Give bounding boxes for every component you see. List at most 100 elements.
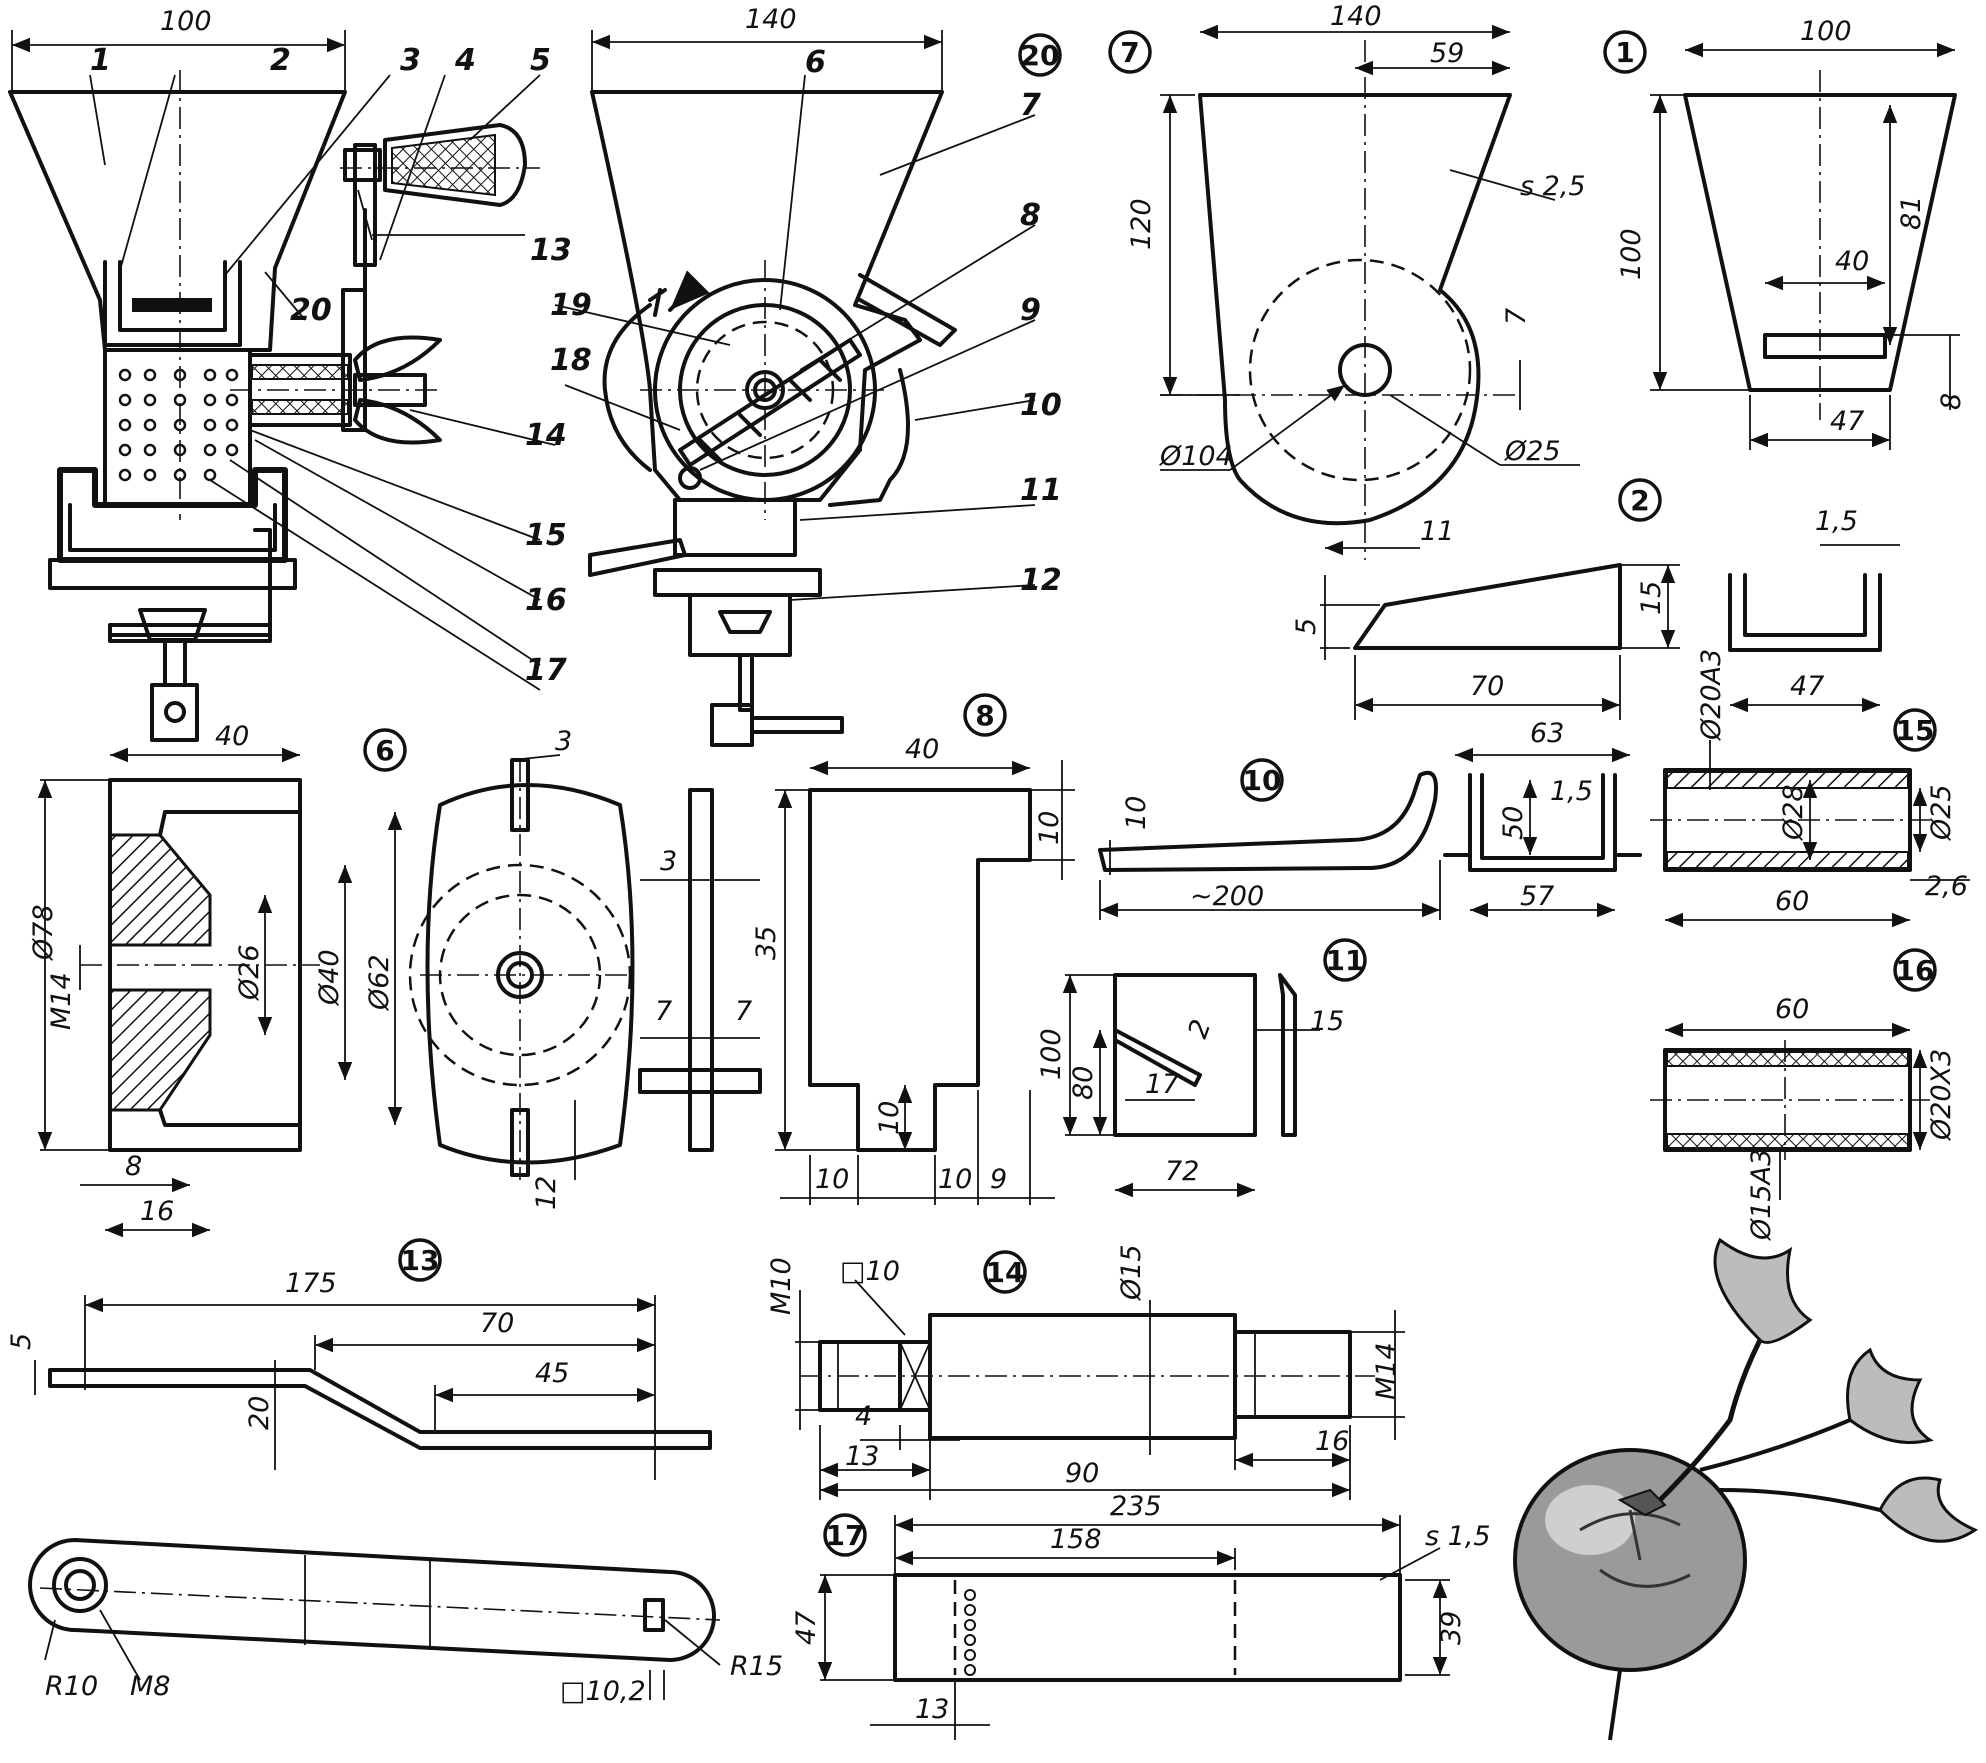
dim-p11-100: 100 bbox=[1036, 1028, 1067, 1080]
dim-p11-17: 17 bbox=[1145, 1069, 1179, 1100]
dim-p2-15: 15 bbox=[1636, 581, 1667, 615]
assembly-front-view: 100 bbox=[8, 6, 572, 742]
part-1-hopper: 1 100 100 81 40 47 8 bbox=[1603, 16, 1967, 450]
callout-12: 12 bbox=[1020, 563, 1062, 598]
dim-p17-13: 13 bbox=[915, 1694, 949, 1725]
dim-p8-40: 40 bbox=[905, 734, 939, 765]
callout-18: 18 bbox=[550, 343, 592, 378]
callout-14: 14 bbox=[525, 418, 567, 453]
dim-p7-thickness: s 2,5 bbox=[1520, 171, 1586, 202]
dim-p13-20: 20 bbox=[244, 1396, 275, 1430]
dim-p6-3: 3 bbox=[555, 726, 572, 757]
dim-p8-7b: 7 bbox=[735, 996, 752, 1027]
callout-16: 16 bbox=[525, 583, 567, 618]
dim-p2-70: 70 bbox=[1470, 671, 1504, 702]
callout-3: 3 bbox=[400, 43, 421, 78]
dim-p2-1-5: 1,5 bbox=[1815, 506, 1858, 537]
dim-p14-4: 4 bbox=[855, 1401, 872, 1432]
dim-p6-8: 8 bbox=[125, 1151, 142, 1182]
dim-p6-d26: Ø26 bbox=[234, 944, 265, 1001]
dim-p8-10a: 10 bbox=[1034, 811, 1065, 845]
dim-p1-47: 47 bbox=[1830, 406, 1864, 437]
dim-p7-d25: Ø25 bbox=[1504, 436, 1561, 467]
assembly-side-view: 140 bbox=[550, 4, 1062, 747]
part-label-8: 8 bbox=[975, 699, 994, 732]
dim-p10-57: 57 bbox=[1520, 881, 1554, 912]
part-6-disc: 6 40 Ø78 M14 Ø26 Ø40 Ø62 8 16 3 bbox=[28, 721, 635, 1238]
part-14-axle: 14 M10 □10 Ø15 M14 4 13 90 16 bbox=[766, 1244, 1405, 1500]
callout-10: 10 bbox=[1020, 388, 1062, 423]
part-2-slide: 2 15 5 70 1,5 47 bbox=[1291, 478, 1900, 720]
dim-p13-70: 70 bbox=[480, 1308, 514, 1339]
dim-p1-width: 100 bbox=[1800, 16, 1852, 47]
tomato-illustration bbox=[1513, 1237, 1979, 1741]
dim-p13-175: 175 bbox=[285, 1268, 337, 1299]
dim-p10-200: ~200 bbox=[1190, 881, 1264, 912]
callout-6: 6 bbox=[805, 45, 826, 80]
callout-11: 11 bbox=[1020, 473, 1062, 508]
dim-p13-r15: R15 bbox=[730, 1651, 783, 1682]
dim-p10-1-5: 1,5 bbox=[1550, 776, 1593, 807]
part-label-13: 13 bbox=[401, 1244, 440, 1277]
callout-13: 13 bbox=[530, 233, 572, 268]
callout-20: 20 bbox=[290, 293, 332, 328]
dim-p15-60: 60 bbox=[1775, 886, 1809, 917]
part-13-crank-arm: 13 175 70 45 5 20 R10 M8 □10,2 R15 bbox=[6, 1238, 783, 1707]
dim-asm-front-width: 100 bbox=[160, 6, 212, 37]
dim-p17-thickness: s 1,5 bbox=[1425, 1521, 1491, 1552]
part-label-17: 17 bbox=[826, 1519, 865, 1552]
dim-p15-d25: Ø25 bbox=[1926, 784, 1957, 841]
dim-p14-16: 16 bbox=[1315, 1426, 1349, 1457]
dim-p11-2: 2 bbox=[1182, 1016, 1217, 1043]
dim-p7-59: 59 bbox=[1430, 38, 1464, 69]
dim-p8-3: 3 bbox=[660, 846, 677, 877]
part-10-knife: 10 10 ~200 63 50 1,5 57 bbox=[1098, 718, 1642, 920]
dim-p16-60: 60 bbox=[1775, 994, 1809, 1025]
part-7-side-plate: 7 140 59 120 s 2,5 Ø104 Ø25 7 11 bbox=[1108, 1, 1586, 560]
dim-p14-sq: □10 bbox=[840, 1256, 900, 1287]
dim-p6-16: 16 bbox=[140, 1196, 174, 1227]
dim-p8-10c: 10 bbox=[815, 1164, 849, 1195]
dim-p7-d104: Ø104 bbox=[1159, 441, 1233, 472]
part-15-bushing: 15 Ø20A3 Ø28 Ø25 60 2,6 bbox=[1650, 649, 1970, 928]
callout-8: 8 bbox=[1020, 198, 1041, 233]
dim-p14-m14: M14 bbox=[1371, 1342, 1402, 1400]
dim-p11-15: 15 bbox=[1310, 1006, 1344, 1037]
dim-p14-90: 90 bbox=[1065, 1458, 1099, 1489]
dim-p14-13: 13 bbox=[845, 1441, 879, 1472]
dim-p16-d20: Ø20X3 bbox=[1926, 1049, 1957, 1141]
dim-p7-7: 7 bbox=[1501, 308, 1532, 325]
dim-p8-7a: 7 bbox=[655, 996, 672, 1027]
dim-p6-d62: Ø62 bbox=[364, 954, 395, 1011]
callout-17: 17 bbox=[525, 653, 567, 688]
dim-p6-40: 40 bbox=[215, 721, 249, 752]
callout-2: 2 bbox=[270, 43, 291, 78]
dim-p1-8: 8 bbox=[1936, 393, 1967, 410]
dim-p2-47: 47 bbox=[1790, 671, 1824, 702]
part-label-16: 16 bbox=[1896, 954, 1935, 987]
dim-p15-d28: Ø28 bbox=[1778, 784, 1809, 841]
dim-p7-11: 11 bbox=[1420, 516, 1454, 547]
part-8-bracket: 8 3 7 7 40 10 35 10 10 10 9 bbox=[638, 693, 1075, 1205]
callout-19: 19 bbox=[550, 288, 592, 323]
part-label-2: 2 bbox=[1630, 484, 1649, 517]
part-label-20: 20 bbox=[1021, 39, 1060, 72]
part-11-plate: 11 100 80 2 17 72 15 bbox=[1036, 938, 1367, 1198]
callout-5: 5 bbox=[530, 43, 551, 78]
callout-4: 4 bbox=[454, 43, 476, 78]
part-17-sheet: 17 235 158 s 1,5 47 39 13 bbox=[791, 1491, 1491, 1740]
dim-p10-10: 10 bbox=[1121, 796, 1152, 830]
dim-p17-47: 47 bbox=[791, 1611, 822, 1645]
dim-p15-d20: Ø20A3 bbox=[1696, 649, 1727, 741]
dim-p8-10d: 10 bbox=[938, 1164, 972, 1195]
dim-p13-5: 5 bbox=[6, 1333, 37, 1350]
dim-p6-d40: Ø40 bbox=[314, 949, 345, 1006]
dim-p8-10b: 10 bbox=[874, 1101, 905, 1135]
dim-p7-width: 140 bbox=[1330, 1, 1382, 32]
dim-p14-m10: M10 bbox=[766, 1257, 797, 1315]
callout-7: 7 bbox=[1020, 88, 1041, 123]
dim-p13-m8: M8 bbox=[130, 1671, 170, 1702]
dim-asm-side-width: 140 bbox=[745, 4, 797, 35]
dim-p17-235: 235 bbox=[1110, 1491, 1162, 1522]
dim-p10-63: 63 bbox=[1530, 718, 1564, 749]
